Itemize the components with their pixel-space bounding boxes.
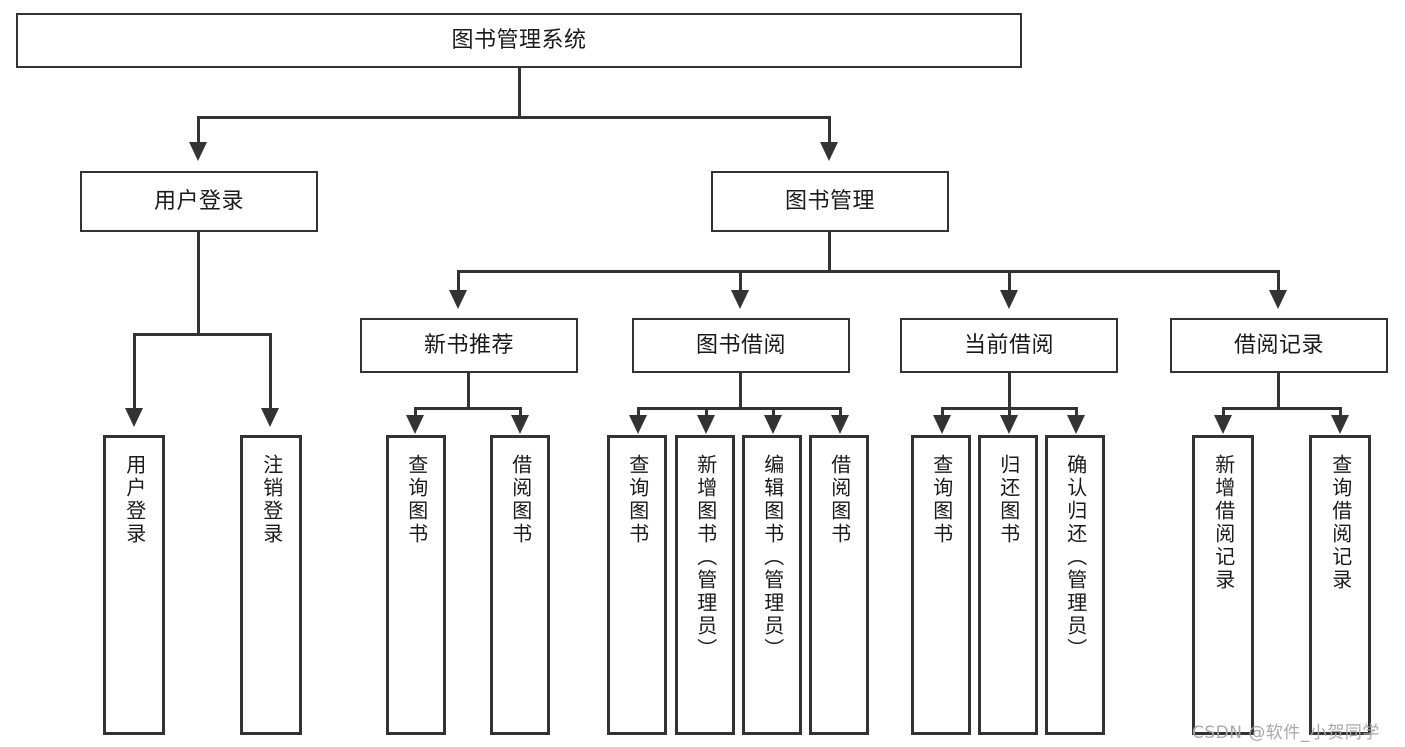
node-book-borrow[interactable]: 图书借阅 [632, 318, 850, 373]
arrow-to-bb-leaf-4 [831, 415, 849, 434]
node-label: 查询借阅记录 [1328, 454, 1353, 592]
arrow-to-book-management [820, 142, 838, 161]
leaf-bb-add-book-admin[interactable]: 新增图书（管理员） [675, 435, 735, 735]
connector-br-trunk [1277, 373, 1280, 409]
connector-cb-drop-2 [1008, 407, 1011, 419]
arrow-to-current-borrow [1000, 290, 1018, 309]
connector-bm-drop-1 [457, 270, 460, 292]
node-current-borrow[interactable]: 当前借阅 [900, 318, 1118, 373]
leaf-nbr-query-book[interactable]: 查询图书 [386, 435, 446, 735]
connector-cb-trunk [1008, 373, 1011, 409]
connector-cb-drop-1 [941, 407, 944, 419]
connector-book-management-trunk [828, 232, 831, 272]
node-label: 归还图书 [996, 454, 1021, 546]
connector-bb-trunk [739, 373, 742, 409]
node-label: 借阅图书 [508, 454, 533, 546]
arrow-to-bb-leaf-1 [629, 415, 647, 434]
connector-root-trunk [518, 68, 521, 118]
node-label: 新增借阅记录 [1211, 454, 1236, 592]
arrow-to-nbr-leaf-2 [511, 415, 529, 434]
leaf-bb-edit-book-admin[interactable]: 编辑图书（管理员） [742, 435, 802, 735]
node-book-management[interactable]: 图书管理 [711, 171, 949, 232]
connector-nbr-trunk [467, 373, 470, 409]
leaf-bb-borrow-book[interactable]: 借阅图书 [809, 435, 869, 735]
connector-bm-drop-3 [1008, 270, 1011, 292]
leaf-bb-query-book[interactable]: 查询图书 [607, 435, 667, 735]
node-label: 查询图书 [625, 454, 650, 546]
arrow-to-book-borrow [731, 290, 749, 309]
arrow-to-br-leaf-2 [1331, 415, 1349, 434]
leaf-user-login[interactable]: 用户登录 [103, 435, 165, 735]
connector-level1-drop-left [197, 116, 200, 143]
connector-nbr-drop-2 [519, 407, 522, 419]
node-borrow-record[interactable]: 借阅记录 [1170, 318, 1388, 373]
connector-bb-bar [637, 407, 842, 410]
connector-br-bar [1222, 407, 1342, 410]
node-label: 注销登录 [259, 454, 284, 546]
leaf-cb-return-book[interactable]: 归还图书 [978, 435, 1038, 735]
leaf-logout[interactable]: 注销登录 [240, 435, 302, 735]
arrow-to-leaf-logout [261, 408, 279, 427]
node-label: 图书管理系统 [451, 27, 587, 53]
connector-level1-bar [197, 116, 831, 119]
connector-cb-drop-3 [1075, 407, 1078, 419]
leaf-cb-confirm-return-admin[interactable]: 确认归还（管理员） [1045, 435, 1105, 735]
connector-bb-drop-1 [637, 407, 640, 419]
arrow-to-user-login [189, 142, 207, 161]
arrow-to-bb-leaf-3 [764, 415, 782, 434]
node-label: 当前借阅 [963, 332, 1054, 358]
arrow-to-cb-leaf-1 [933, 415, 951, 434]
leaf-br-add-record[interactable]: 新增借阅记录 [1192, 435, 1254, 735]
connector-bb-drop-3 [772, 407, 775, 419]
node-label: 借阅图书 [827, 454, 852, 546]
connector-bb-drop-4 [839, 407, 842, 419]
node-new-book-recommend[interactable]: 新书推荐 [360, 318, 578, 373]
node-root-book-management-system[interactable]: 图书管理系统 [16, 13, 1022, 68]
node-label: 用户登录 [122, 454, 147, 546]
connector-user-login-trunk [197, 232, 200, 335]
node-label: 编辑图书（管理员） [760, 454, 785, 661]
csdn-watermark: CSDN @软件_小贺同学 [1192, 723, 1380, 743]
arrow-to-borrow-record [1269, 290, 1287, 309]
node-label: 借阅记录 [1233, 332, 1324, 358]
leaf-nbr-borrow-book[interactable]: 借阅图书 [490, 435, 550, 735]
node-label: 新书推荐 [423, 332, 514, 358]
node-label: 新增图书（管理员） [693, 454, 718, 661]
leaf-br-query-record[interactable]: 查询借阅记录 [1309, 435, 1371, 735]
arrow-to-nbr-leaf-1 [406, 415, 424, 434]
connector-bm-drop-4 [1277, 270, 1280, 292]
connector-br-drop-1 [1222, 407, 1225, 419]
connector-user-login-drop-2 [269, 333, 272, 410]
node-label: 图书借阅 [695, 332, 786, 358]
arrow-to-br-leaf-1 [1214, 415, 1232, 434]
connector-user-login-drop-1 [133, 333, 136, 410]
connector-nbr-drop-1 [414, 407, 417, 419]
connector-user-login-bar [133, 333, 272, 336]
connector-book-management-bar [457, 270, 1280, 273]
arrow-to-cb-leaf-2 [1000, 415, 1018, 434]
connector-level1-drop-right [828, 116, 831, 143]
arrow-to-bb-leaf-2 [697, 415, 715, 434]
connector-br-drop-2 [1339, 407, 1342, 419]
node-label: 确认归还（管理员） [1063, 454, 1088, 661]
arrow-to-cb-leaf-3 [1067, 415, 1085, 434]
arrow-to-new-book-recommend [449, 290, 467, 309]
node-user-login[interactable]: 用户登录 [80, 171, 318, 232]
connector-bb-drop-2 [705, 407, 708, 419]
node-label: 查询图书 [929, 454, 954, 546]
connector-nbr-bar [414, 407, 522, 410]
leaf-cb-query-book[interactable]: 查询图书 [911, 435, 971, 735]
node-label: 图书管理 [784, 188, 875, 214]
arrow-to-leaf-user-login [125, 408, 143, 427]
node-label: 用户登录 [153, 188, 244, 214]
connector-bm-drop-2 [739, 270, 742, 292]
node-label: 查询图书 [404, 454, 429, 546]
